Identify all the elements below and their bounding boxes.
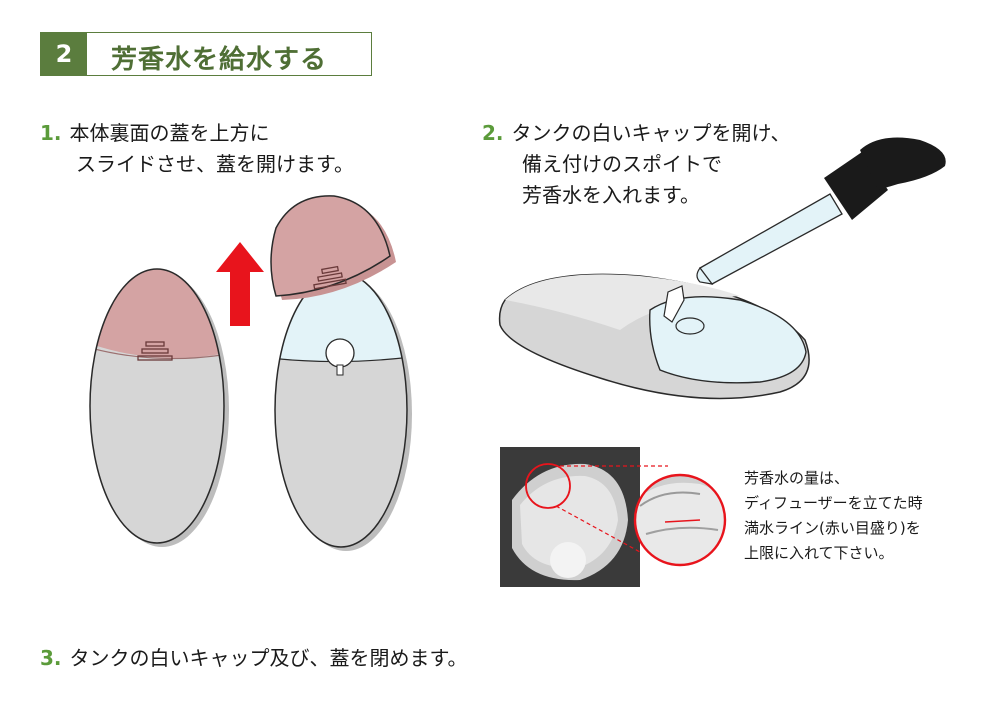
step-3-text: 3. タンクの白いキャップ及び、蓋を閉めます。	[40, 643, 468, 674]
step-2-line-2: 備え付けのスポイトで	[522, 152, 722, 176]
section-header: 2 芳香水を給水する	[40, 32, 372, 76]
step-3-number: 3.	[40, 646, 62, 670]
section-number-badge: 2	[41, 33, 87, 75]
step-2-line-1: タンクの白いキャップを開け、	[511, 121, 791, 145]
magnified-fill-line	[633, 473, 727, 567]
section-title: 芳香水を給水する	[111, 45, 328, 75]
tank-opening	[675, 317, 705, 335]
device-closed-illustration	[89, 268, 229, 547]
step-1-line-1: 本体裏面の蓋を上方に	[69, 121, 270, 145]
note-line-1: 芳香水の量は、	[744, 469, 850, 487]
step-1-number: 1.	[40, 121, 62, 145]
tank-cap	[325, 338, 355, 368]
dropper-icon	[696, 137, 946, 285]
step-1-line-2: スライドさせ、蓋を開けます。	[76, 152, 354, 176]
tank-photo	[500, 447, 668, 587]
step-1-text: 1. 本体裏面の蓋を上方に スライドさせ、蓋を開けます。	[40, 118, 354, 180]
note-line-2: ディフューザーを立てた時	[744, 494, 923, 512]
step-3-line-1: タンクの白いキャップ及び、蓋を閉めます。	[69, 646, 468, 670]
step-2-line-3: 芳香水を入れます。	[522, 183, 700, 207]
device-open-illustration	[270, 195, 412, 551]
fill-level-note: 芳香水の量は、 ディフューザーを立てた時 満水ライン(赤い目盛り)を 上限に入れ…	[744, 466, 923, 566]
lid-grip-icon-2	[313, 265, 347, 290]
device-filling-illustration	[498, 137, 946, 400]
slide-up-arrow-icon	[216, 242, 264, 326]
fill-line-marker-circle	[525, 463, 571, 509]
lid-grip-icon	[137, 341, 173, 361]
step-2-text: 2. タンクの白いキャップを開け、 備え付けのスポイトで 芳香水を入れます。	[482, 118, 791, 211]
note-line-4: 上限に入れて下さい。	[744, 544, 894, 562]
white-cap-open	[663, 285, 685, 323]
note-line-3: 満水ライン(赤い目盛り)を	[744, 519, 921, 537]
step-2-number: 2.	[482, 121, 504, 145]
